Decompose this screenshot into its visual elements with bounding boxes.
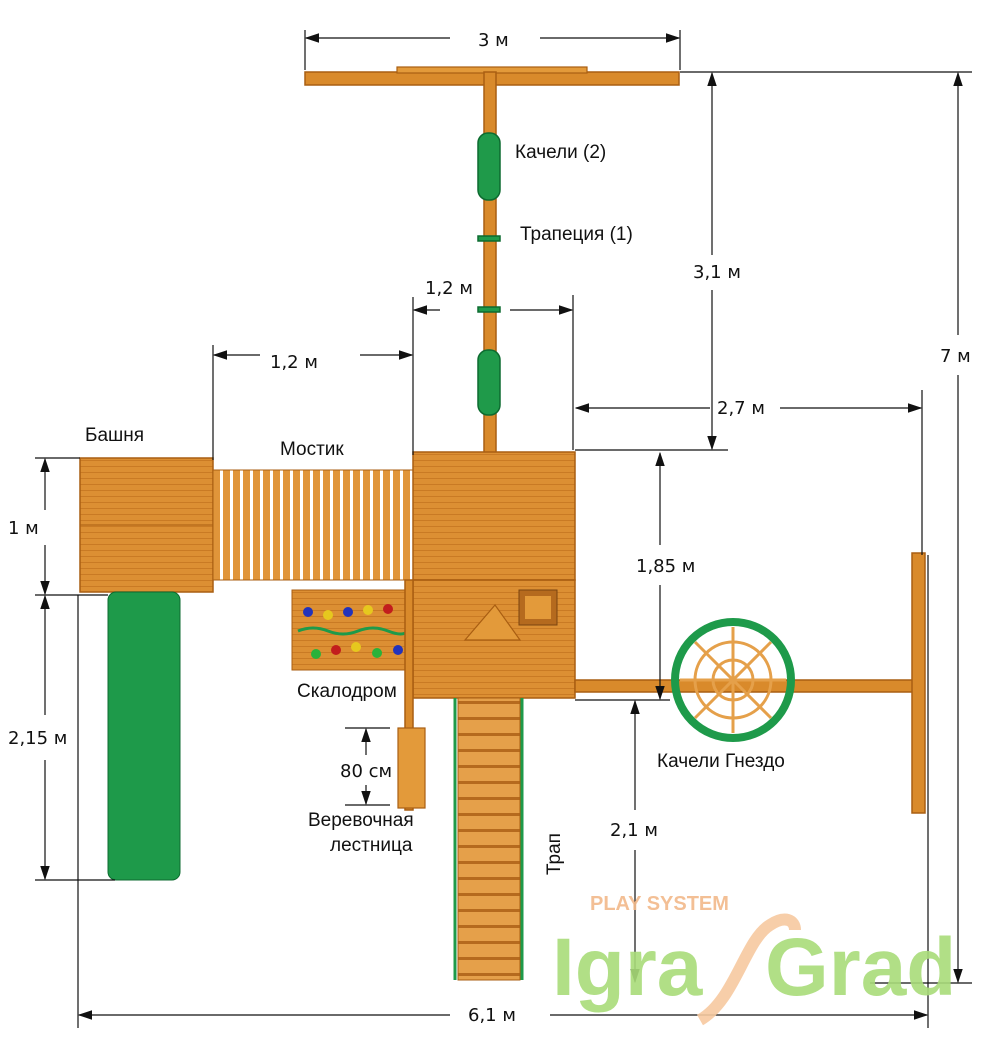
label-trapeze: Трапеция (1) — [520, 224, 633, 245]
label-rope-ladder-2: лестница — [330, 835, 413, 856]
label-rope-ladder-1: Веревочная — [308, 810, 414, 831]
bridge — [212, 469, 414, 581]
slide — [107, 591, 181, 881]
dim-total-depth: 7 м — [940, 346, 971, 367]
dimension-lines — [35, 30, 972, 1028]
logo-left-text: Igra — [552, 922, 704, 1013]
ramp — [453, 697, 524, 981]
dim-total-width: 6,1 м — [468, 1005, 516, 1026]
label-ramp: Трап — [544, 833, 565, 875]
dim-rope-ladder: 80 см — [340, 761, 392, 782]
label-bridge: Мостик — [280, 439, 344, 460]
swings — [477, 132, 501, 416]
dim-swing-beam: 3,1 м — [693, 262, 741, 283]
logo-right-text: Grad — [765, 922, 956, 1013]
nest-beam — [574, 679, 921, 693]
dim-ramp: 2,1 м — [610, 820, 658, 841]
dim-deck-to-beam: 1,85 м — [636, 556, 695, 577]
igragrad-logo: PLAY SYSTEM Igra Grad — [552, 893, 956, 1026]
dim-top-width: 3 м — [478, 30, 509, 51]
dim-bridge-length: 1,2 м — [270, 352, 318, 373]
dim-deck-width: 1,2 м — [425, 278, 473, 299]
rope-ladder — [397, 727, 426, 809]
main-deck-roof — [412, 451, 576, 581]
label-climbing-wall: Скалодром — [297, 681, 397, 702]
dim-slide: 2,15 м — [8, 728, 67, 749]
label-swings: Качели (2) — [515, 142, 606, 163]
climbing-wall — [291, 589, 413, 671]
nest-swing — [671, 618, 795, 742]
logo-top-text: PLAY SYSTEM — [590, 893, 729, 915]
dim-nest-beam: 2,7 м — [717, 398, 765, 419]
label-nest-swing: Качели Гнездо — [657, 751, 785, 772]
label-tower: Башня — [85, 425, 144, 446]
dim-tower: 1 м — [8, 518, 39, 539]
